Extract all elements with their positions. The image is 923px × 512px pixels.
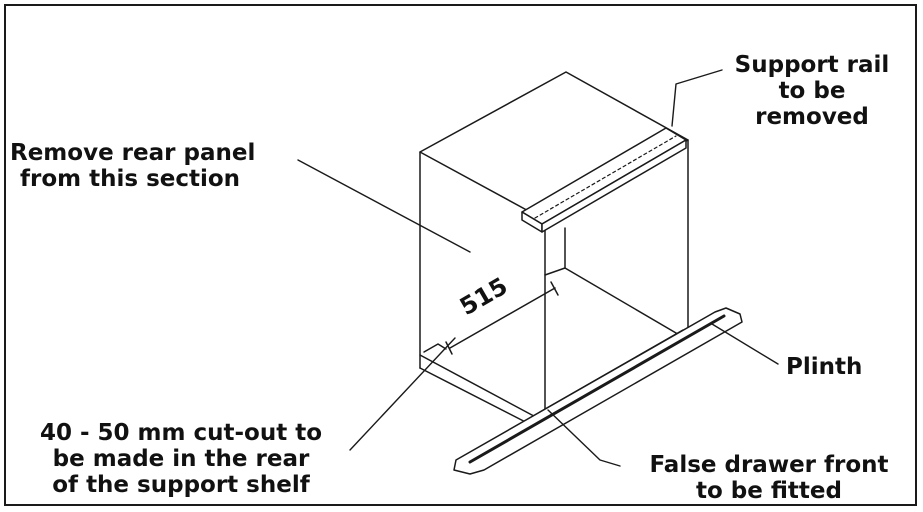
label-cutout-line2: be made in the rear — [52, 446, 310, 472]
label-support-rail-line3: removed — [755, 104, 869, 130]
cutout-notch — [423, 343, 447, 353]
cabinet-outline — [419, 71, 689, 433]
label-cutout: 40 - 50 mm cut-out to be made in the rea… — [10, 420, 352, 498]
diagram-frame — [4, 4, 917, 506]
cabinet-sides — [419, 139, 689, 423]
inner-floor-edge — [564, 267, 689, 341]
plinth — [453, 307, 743, 475]
label-false-drawer: False drawer front to be fitted — [624, 452, 914, 504]
label-rear-panel: Remove rear panel from this section — [10, 140, 255, 192]
leader-rear-panel — [297, 159, 471, 253]
dimension-515-line — [445, 281, 559, 355]
label-false-drawer-line1: False drawer front — [649, 452, 889, 478]
leader-lines — [297, 69, 779, 467]
label-false-drawer-line2: to be fitted — [696, 478, 842, 504]
label-cutout-line3: of the support shelf — [52, 472, 310, 498]
leader-plinth — [711, 323, 779, 365]
label-cutout-line1: 40 - 50 mm cut-out to — [39, 420, 323, 446]
leader-false-drawer — [547, 409, 621, 467]
inner-back-edge — [544, 227, 566, 276]
label-support-rail-line2: to be — [778, 78, 846, 104]
leader-cutout — [349, 337, 456, 451]
label-plinth: Plinth — [786, 354, 863, 380]
leader-support-rail — [671, 69, 723, 127]
label-rear-panel-line2: from this section — [20, 166, 241, 192]
support-rail — [521, 127, 687, 233]
label-support-rail: Support rail to be removed — [722, 52, 902, 130]
label-support-rail-line1: Support rail — [734, 52, 890, 78]
label-rear-panel-line1: Remove rear panel — [10, 140, 256, 166]
